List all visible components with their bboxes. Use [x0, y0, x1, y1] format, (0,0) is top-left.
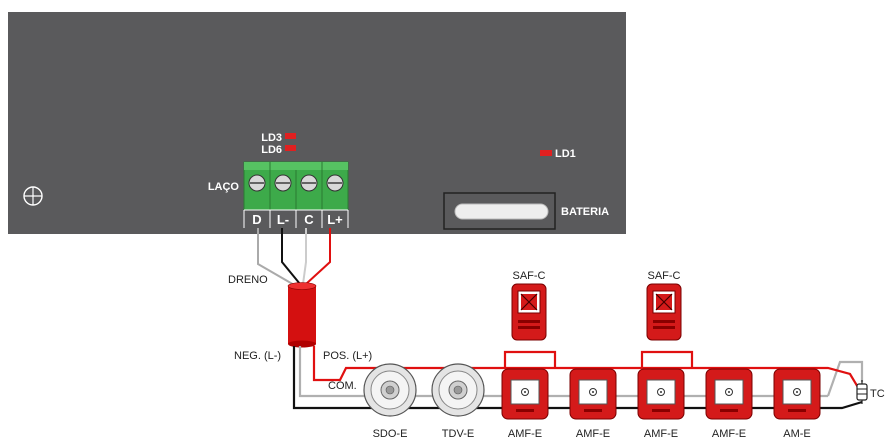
device-label: AM-E: [783, 428, 811, 440]
terminal-d-label: D: [252, 212, 261, 227]
loop-label: LAÇO: [208, 181, 240, 193]
led-ld1-label: LD1: [555, 148, 576, 160]
terminator-label: TC: [870, 388, 885, 400]
led-ld3-indicator: [285, 133, 296, 139]
led-ld3-label: LD3: [261, 132, 282, 144]
device-label: AMF-E: [644, 428, 678, 440]
call-point-amf-3: [637, 368, 685, 420]
terminal-screw-icon: [274, 174, 292, 192]
battery-label: BATERIA: [561, 206, 609, 218]
com-label: COM.: [328, 380, 357, 392]
led-ld6-label: LD6: [261, 144, 282, 156]
cable-jacket: [287, 282, 317, 348]
call-point-am: [773, 368, 821, 420]
pos-label: POS. (L+): [323, 350, 372, 362]
device-label: SDO-E: [373, 428, 408, 440]
siren-2-label: SAF-C: [648, 270, 681, 282]
smoke-detector-sdo: [363, 363, 417, 417]
terminal-lneg-label: L-: [277, 212, 289, 227]
mounting-hole-icon: [23, 186, 43, 206]
device-label: AMF-E: [576, 428, 610, 440]
device-label: AMF-E: [508, 428, 542, 440]
terminal-c-label: C: [304, 212, 314, 227]
device-label: AMF-E: [712, 428, 746, 440]
battery-compartment: [443, 192, 556, 230]
call-point-amf-4: [705, 368, 753, 420]
terminal-lpos-label: L+: [327, 212, 343, 227]
siren-saf-1: [511, 283, 547, 341]
call-point-amf-1: [501, 368, 549, 420]
neg-label: NEG. (L-): [234, 350, 281, 362]
terminal-screw-icon: [326, 174, 344, 192]
siren-saf-2: [646, 283, 682, 341]
call-point-amf-2: [569, 368, 617, 420]
terminal-block: [243, 161, 349, 228]
panel-wires: [257, 228, 331, 287]
device-label: TDV-E: [442, 428, 474, 440]
terminator-resistor-icon: [856, 380, 868, 404]
terminal-screw-icon: [300, 174, 318, 192]
led-ld6-indicator: [285, 145, 296, 151]
led-ld1-indicator: [540, 150, 552, 156]
heat-detector-tdv: [431, 363, 485, 417]
terminal-screw-icon: [248, 174, 266, 192]
drain-label: DRENO: [228, 274, 268, 286]
siren-1-label: SAF-C: [513, 270, 546, 282]
